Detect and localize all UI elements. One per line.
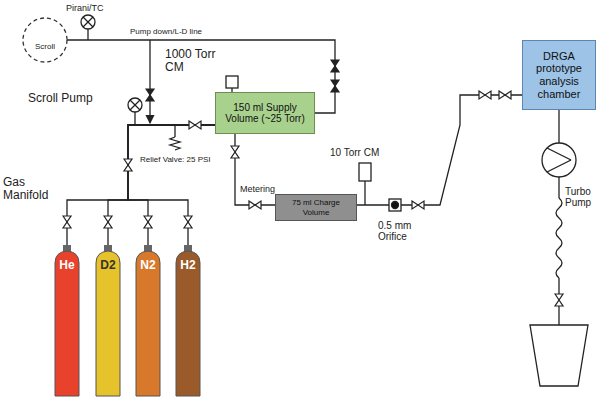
pump-outline	[20, 15, 70, 65]
gas-cylinder: He	[53, 245, 81, 397]
orifice-symbol	[389, 199, 401, 211]
cylinder-body	[136, 251, 160, 396]
manifold-gauge	[128, 98, 142, 112]
valve-symbol	[184, 216, 192, 228]
annotation-label: Pump down/L-D line	[130, 28, 202, 37]
relief-valve-spring	[170, 137, 180, 150]
gas-name: He	[53, 259, 81, 273]
volume-label: 75 ml Charge Volume	[279, 198, 353, 216]
pipe-connector	[67, 125, 215, 245]
valve-symbol	[249, 201, 261, 209]
gas-name: D2	[94, 259, 122, 273]
pump-line	[558, 110, 559, 143]
valve-symbol	[146, 89, 154, 101]
annotation-label: Relief Valve: 25 PSI	[140, 156, 211, 165]
annotation-label: 1000 Torr CM	[165, 48, 221, 75]
valve-symbol	[63, 216, 71, 228]
turbo-pump-symbol	[542, 143, 576, 177]
valve-symbol	[104, 216, 112, 228]
annotation-label: Metering	[240, 184, 275, 194]
pipe-connector	[357, 95, 522, 205]
annotation-label: Scroll Pump	[28, 92, 93, 105]
valve-symbol	[479, 91, 491, 99]
relief-line	[174, 125, 175, 137]
valve-symbol	[124, 159, 132, 171]
gauge-cross	[83, 17, 93, 27]
valve-symbol	[231, 146, 239, 158]
pipe-connector	[235, 134, 275, 205]
capacitance-manometer	[226, 76, 238, 88]
valve-symbol	[144, 216, 152, 228]
pipe-connector	[128, 125, 215, 245]
volume-label: 150 ml Supply Volume (~25 Torr)	[219, 102, 311, 125]
valve-symbol	[331, 80, 339, 92]
scroll-pump-node: Scroll	[20, 15, 70, 65]
cylinder-body	[96, 251, 120, 396]
gas-name: Scroll	[20, 42, 70, 51]
charge-volume: 75 ml Charge Volume	[275, 194, 357, 221]
annotation-label: Turbo Pump	[565, 186, 597, 208]
pump-line	[558, 177, 559, 198]
cylinder-body	[55, 251, 79, 396]
gauge-cross	[83, 17, 93, 27]
annotation-label: Pirani/TC	[66, 3, 104, 13]
gauge-cross	[130, 100, 140, 110]
cylinder-body	[176, 251, 200, 396]
annotation-label: 10 Torr CM	[330, 147, 379, 158]
gauge-stem	[87, 29, 88, 40]
pump-line	[558, 306, 559, 325]
valve-symbol	[555, 294, 563, 306]
annotation-label: 0.5 mm Orifice	[378, 220, 426, 242]
capacitance-manometer	[359, 163, 371, 181]
volume-label: DRGA prototype analysis chamber	[526, 50, 592, 101]
backing-pump-symbol	[530, 325, 588, 386]
pump-down-branch	[149, 40, 150, 123]
turbo-blade	[547, 148, 571, 160]
gas-name: H2	[174, 259, 202, 273]
gauge-cross	[130, 100, 140, 110]
pump-outline	[23, 18, 67, 62]
turbo-blade	[547, 160, 571, 172]
gauge-stem	[134, 112, 135, 125]
pump-line	[558, 278, 559, 294]
gas-cylinder: N2	[134, 245, 162, 397]
gauge-stem	[364, 181, 365, 205]
gas-cylinder: H2	[174, 245, 202, 397]
pirani-gauge	[81, 15, 95, 29]
valve-symbol	[331, 60, 339, 72]
gas-name: N2	[134, 259, 162, 273]
pipe-connector	[128, 125, 215, 245]
orifice-hole	[392, 202, 399, 209]
valve-symbol	[499, 91, 511, 99]
annotation-label: Gas Manifold	[3, 176, 59, 203]
gas-cylinder: D2	[94, 245, 122, 397]
analysis-chamber: DRGA prototype analysis chamber	[522, 40, 596, 110]
valve-symbol	[189, 121, 201, 129]
supply-volume: 150 ml Supply Volume (~25 Torr)	[215, 92, 315, 134]
flex-hose	[556, 198, 562, 278]
pipe-connector	[108, 125, 215, 245]
valve-symbol	[412, 201, 424, 209]
